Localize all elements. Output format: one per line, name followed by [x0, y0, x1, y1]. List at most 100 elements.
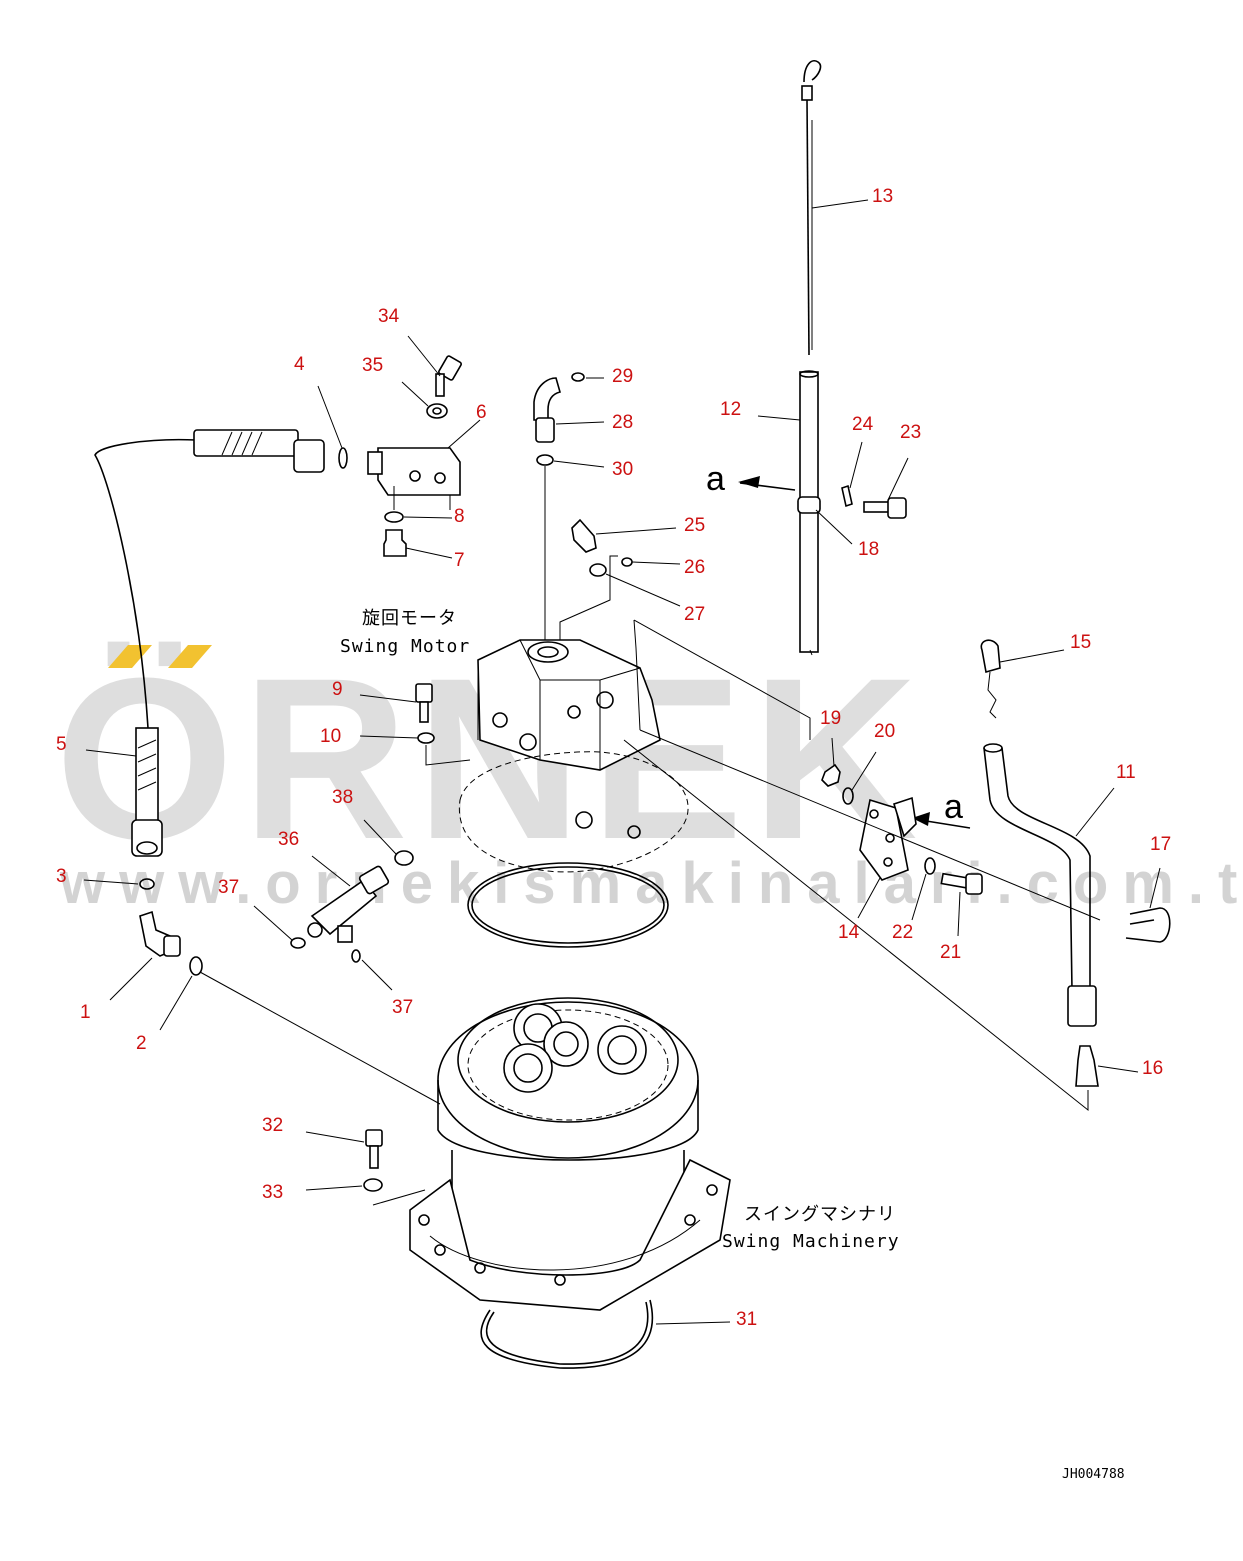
- swing-motor: 旋回モータ Swing Motor: [340, 608, 689, 948]
- bolt-21-head: [965, 873, 983, 895]
- swing-machinery-label-jp: スイングマシナリ: [744, 1204, 896, 1225]
- o-ring-31: [480, 1299, 654, 1369]
- washer-22: [924, 857, 936, 875]
- callout-26: 26: [684, 557, 705, 578]
- pipe-11-right-wall: [1001, 747, 1091, 990]
- washer-24: [841, 484, 853, 508]
- pipe-11-fitting: [1067, 985, 1097, 1027]
- hose-nut-opening: [136, 841, 158, 855]
- swing-motor-valve-block: [477, 639, 661, 771]
- callout-21: 21: [940, 942, 961, 963]
- bolt-9-shank: [419, 701, 429, 723]
- bolt-9-head: [415, 683, 433, 703]
- bracket-14: [859, 798, 909, 881]
- motor-port: [527, 641, 569, 663]
- planet-gear-2: [597, 1025, 647, 1075]
- hose-sleeve-hatch: [221, 431, 263, 456]
- callout-25: 25: [684, 515, 705, 536]
- callout-29: 29: [612, 366, 633, 387]
- watermark-accent-right: [168, 645, 212, 668]
- bolt-32-shank: [369, 1145, 379, 1169]
- o-ring-8: [384, 511, 404, 523]
- elbow-28: [533, 377, 561, 421]
- view-a-right: a: [944, 788, 963, 826]
- fitting-16: [1075, 1045, 1099, 1087]
- callout-7: 7: [454, 550, 465, 571]
- watermark-url: www.ornekismakinalari.com.tr: [59, 851, 1243, 916]
- valve-36-group: [290, 865, 390, 963]
- callout-15: 15: [1070, 632, 1091, 653]
- dipstick-13: [806, 99, 810, 356]
- elbow-28-group: [533, 372, 585, 642]
- pipe-11-group: [980, 639, 1171, 1087]
- swing-motor-label-jp: 旋回モータ: [362, 608, 457, 629]
- callout-22: 22: [892, 922, 913, 943]
- callout-35: 35: [362, 355, 383, 376]
- callout-4: 4: [294, 354, 305, 375]
- callout-16: 16: [1142, 1058, 1163, 1079]
- callout-6: 6: [476, 402, 487, 423]
- hose-nut-upper: [293, 439, 325, 473]
- nut-19: [821, 763, 841, 787]
- callout-3: 3: [56, 866, 67, 887]
- bolt-23-shank: [863, 501, 891, 513]
- watermark: ÖRNEK www.ornekismakinalari.com.tr: [55, 630, 1243, 916]
- mounting-flange: [409, 1158, 731, 1311]
- callout-5: 5: [56, 734, 67, 755]
- view-a-top: a: [706, 460, 725, 498]
- gear-housing-body: [437, 1080, 699, 1161]
- pipe-11-left-wall: [983, 747, 1073, 991]
- fitting-25-group: [559, 518, 633, 640]
- callout-17: 17: [1150, 834, 1171, 855]
- hose-nut-lower: [131, 819, 163, 857]
- callout-23: 23: [900, 422, 921, 443]
- callout-38: 38: [332, 787, 353, 808]
- callout-37a: 37: [218, 877, 239, 898]
- hose-lower-hatch: [137, 739, 157, 791]
- hose-sleeve-upper: [193, 429, 299, 457]
- bolt-23-head: [887, 497, 907, 519]
- callout-1: 1: [80, 1002, 91, 1023]
- valve-36-nut: [358, 865, 390, 895]
- callout-30: 30: [612, 459, 633, 480]
- hose-line: [94, 438, 197, 729]
- callout-2: 2: [136, 1033, 147, 1054]
- callout-8: 8: [454, 506, 465, 527]
- callout-14: 14: [838, 922, 860, 943]
- block-6-nipple: [367, 451, 383, 475]
- callout-28: 28: [612, 412, 633, 433]
- drawing-code: JH004788: [1062, 1467, 1125, 1482]
- o-ring-3: [139, 878, 155, 890]
- clamp-18: [797, 496, 821, 514]
- swing-motor-label-en: Swing Motor: [340, 636, 470, 657]
- washer-33: [363, 1178, 383, 1192]
- callout-20: 20: [874, 721, 895, 742]
- breather-15: [980, 639, 1001, 674]
- o-ring-30: [536, 454, 554, 466]
- callout-11: 11: [1116, 762, 1136, 783]
- connection-lines: [199, 495, 1101, 1112]
- callout-10: 10: [320, 726, 341, 747]
- hose-assembly: [94, 429, 325, 857]
- leader-lines: [83, 199, 1161, 1325]
- view-a-markers: a a: [706, 460, 971, 829]
- motor-flange-hidden: [458, 751, 689, 873]
- bolt-34-shank: [435, 373, 445, 397]
- plug-7: [383, 529, 407, 557]
- clip-17: [1125, 907, 1171, 943]
- o-ring-37b: [351, 949, 361, 963]
- callout-33: 33: [262, 1182, 283, 1203]
- o-ring-2: [189, 956, 203, 976]
- callout-24: 24: [852, 414, 874, 435]
- o-ring-37a: [290, 937, 306, 949]
- dipstick-handle: [803, 60, 822, 83]
- callout-12: 12: [720, 399, 741, 420]
- callout-37b: 37: [392, 997, 413, 1018]
- callout-numbers: 1 2 3 4 5 6 7 8 9 10 11 12 13 14 15 16 1…: [56, 186, 1171, 1330]
- callout-32: 32: [262, 1115, 283, 1136]
- o-ring-29: [571, 372, 585, 382]
- callout-31: 31: [736, 1309, 757, 1330]
- dipstick-group: [797, 60, 907, 653]
- callout-27: 27: [684, 604, 705, 625]
